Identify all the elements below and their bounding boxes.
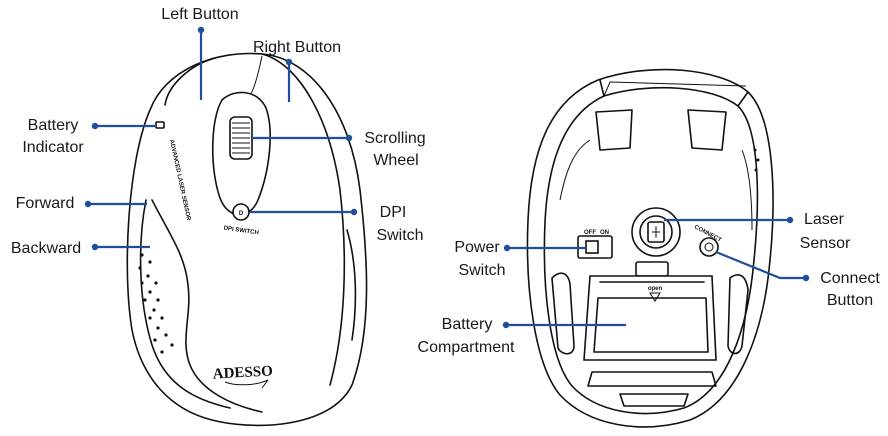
label-dpi-switch-2: Switch — [376, 227, 423, 244]
battery-compartment[interactable] — [583, 275, 717, 361]
dpi-switch-button[interactable] — [232, 203, 250, 221]
power-off-print: OFF — [584, 230, 596, 236]
dpi-letter: D — [239, 211, 244, 217]
connect-button[interactable] — [699, 237, 719, 257]
label-scrolling-wheel-1: Scrolling — [364, 130, 425, 147]
label-left-button: Left Button — [161, 6, 238, 23]
label-laser-sensor-2: Sensor — [800, 235, 851, 252]
mouse-bottom-view: OFF ON CONNECT open — [526, 68, 774, 428]
dpi-print: DPI SWITCH — [223, 226, 259, 237]
label-battery-indicator-2: Indicator — [22, 139, 84, 156]
grip-dots — [138, 253, 174, 354]
compartment-latch[interactable] — [635, 261, 669, 277]
label-connect-button-2: Button — [827, 292, 873, 309]
power-on-print: ON — [600, 230, 609, 236]
compartment-print: open — [648, 286, 663, 292]
label-battery-indicator-1: Battery — [28, 117, 79, 134]
label-backward: Backward — [11, 240, 81, 257]
label-battery-compartment-1: Battery — [442, 316, 493, 333]
battery-indicator-led — [155, 121, 165, 129]
label-power-switch-2: Switch — [458, 262, 505, 279]
label-power-switch-1: Power — [454, 239, 500, 256]
label-battery-compartment-2: Compartment — [418, 339, 515, 356]
power-switch-knob[interactable] — [585, 240, 599, 254]
label-laser-sensor-1: Laser — [804, 211, 845, 228]
label-dpi-switch-1: DPI — [380, 204, 407, 221]
label-scrolling-wheel-2: Wheel — [373, 152, 418, 169]
brand-logo: ADESSO — [212, 363, 273, 382]
mouse-top-view: D DPI SWITCH ADVANCED LASER SENSOR ADESS… — [126, 52, 368, 427]
label-right-button: Right Button — [253, 39, 341, 56]
label-forward: Forward — [16, 195, 75, 212]
label-connect-button-1: Connect — [820, 270, 880, 287]
leader-lines — [84, 26, 810, 329]
callout-labels: Left Button Right Button Battery Indicat… — [11, 6, 880, 356]
